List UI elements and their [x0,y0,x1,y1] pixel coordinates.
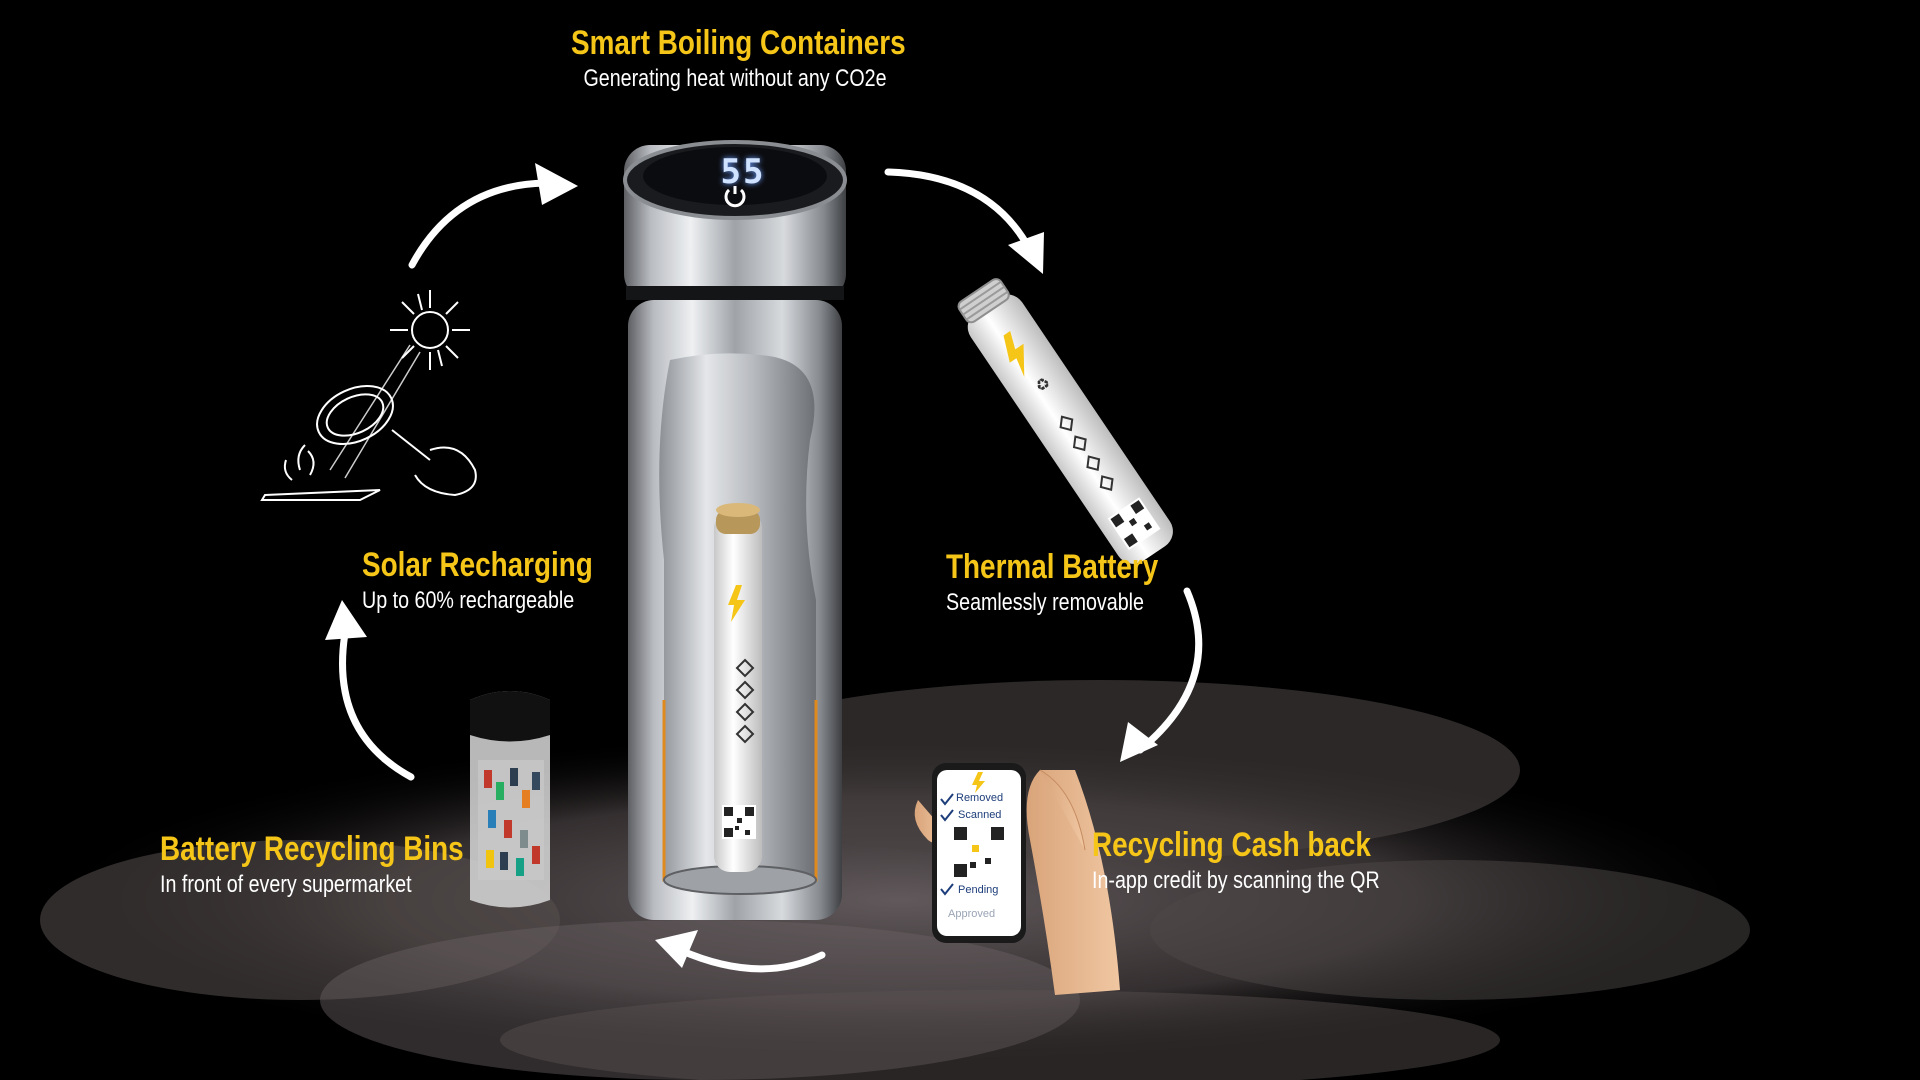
phone-status-approved: Approved [948,908,995,920]
qr-code-icon [952,825,1006,879]
label-subtitle: Generating heat without any CO2e [571,65,899,93]
cycle-arrow-icon [888,172,1030,250]
label-subtitle: Seamlessly removable [946,589,1158,617]
qr-code-icon [722,805,756,839]
thermal-battery: ♻ [951,273,1180,570]
label-smart-boiling-containers: Smart Boiling Containers Generating heat… [535,24,935,93]
temperature-display: 55 [708,152,778,192]
label-battery-recycling-bins: Battery Recycling Bins In front of every… [160,830,530,899]
label-recycling-cash-back: Recycling Cash back In-app credit by sca… [1092,826,1443,895]
cycle-arrow-icon [412,183,545,265]
label-title: Thermal Battery [946,548,1158,587]
cycle-arrow-icon [343,622,411,777]
phone-status-scanned: Scanned [958,809,1001,821]
label-title: Solar Recharging [362,546,593,585]
label-title: Recycling Cash back [1092,826,1380,865]
label-thermal-battery: Thermal Battery Seamlessly removable [946,548,1205,617]
label-title: Smart Boiling Containers [571,24,899,63]
label-subtitle: Up to 60% rechargeable [362,587,593,615]
magnifying-glass-icon [308,375,430,460]
phone-status-pending: Pending [958,884,998,896]
label-subtitle: In front of every supermarket [160,871,464,899]
smart-boiling-container [624,142,846,920]
label-subtitle: In-app credit by scanning the QR [1092,867,1380,895]
solar-recharging-sketch [262,290,476,500]
label-solar-recharging: Solar Recharging Up to 60% rechargeable [362,546,644,615]
phone-status-removed: Removed [956,792,1003,804]
label-title: Battery Recycling Bins [160,830,464,869]
